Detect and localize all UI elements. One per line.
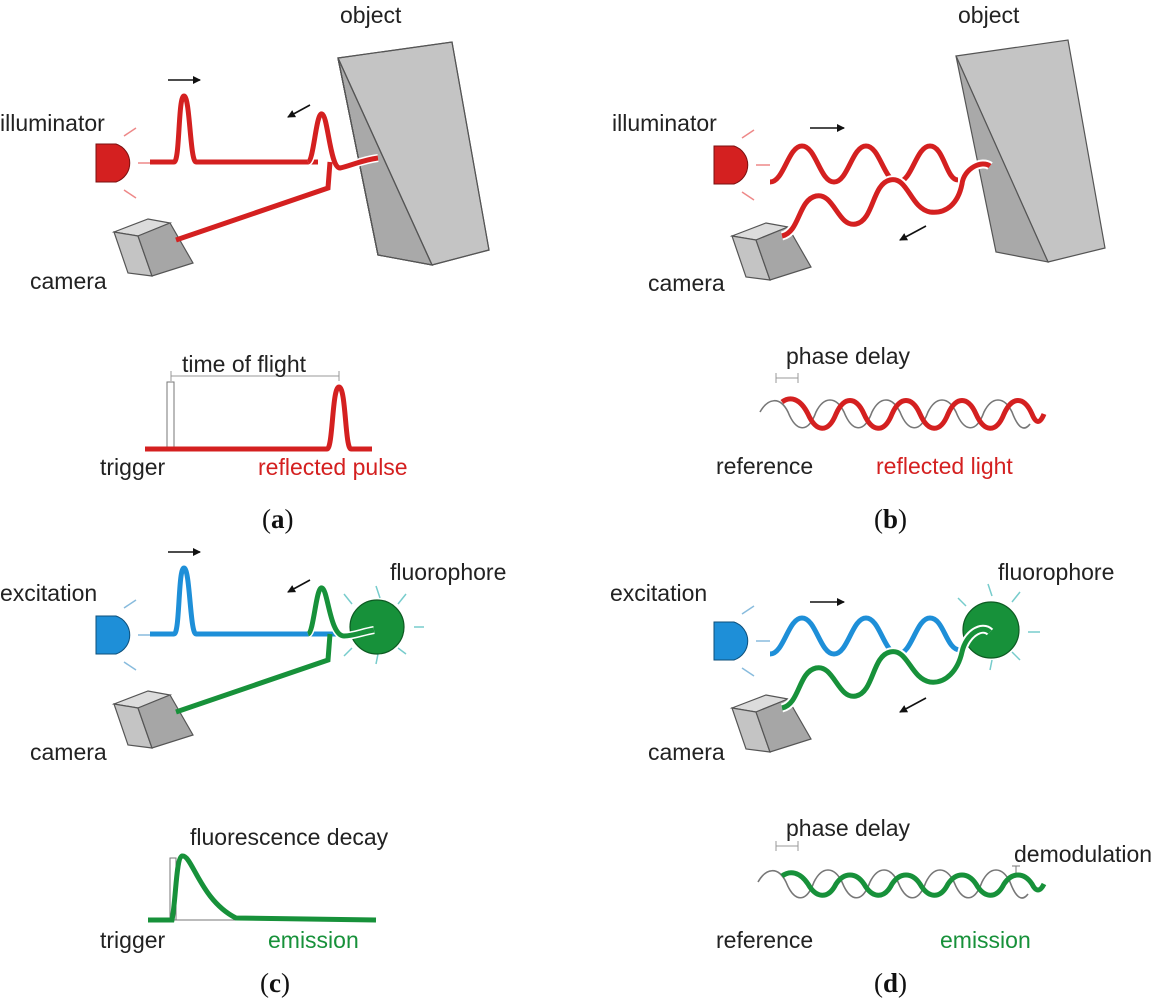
camera-box-icon xyxy=(111,218,194,277)
emission-wave-path xyxy=(781,626,992,711)
fluorescence-decay-label: fluorescence decay xyxy=(190,824,389,850)
phase-delay-label: phase delay xyxy=(786,343,911,369)
camera-box-icon xyxy=(729,694,812,753)
illuminator-dome-icon xyxy=(95,127,152,199)
phase-demodulation-plot: phase delay demodulation reference emiss… xyxy=(716,815,1152,953)
caption-b: (b) xyxy=(874,504,907,534)
phase-delay-label: phase delay xyxy=(786,815,911,841)
panel-a: object illuminator camera time of flight… xyxy=(0,2,490,534)
excitation-label: excitation xyxy=(0,580,97,606)
illuminator-dome-icon xyxy=(713,605,770,677)
caption-d: (d) xyxy=(874,968,907,998)
fluorophore-label: fluorophore xyxy=(998,559,1114,585)
excitation-label: excitation xyxy=(610,580,707,606)
illuminator-label: illuminator xyxy=(612,110,717,136)
fluorophore-label: fluorophore xyxy=(390,559,506,585)
direction-arrow-icon xyxy=(287,579,311,593)
reflected-light-label: reflected light xyxy=(876,453,1013,479)
outgoing-wave-path xyxy=(768,141,960,187)
direction-arrow-icon xyxy=(899,697,927,713)
phase-delay-plot: phase delay reference reflected light xyxy=(716,343,1047,479)
fluorophore-sphere-icon xyxy=(957,583,1040,671)
emission-return-path xyxy=(175,633,333,715)
reference-label: reference xyxy=(716,453,813,479)
time-of-flight-label: time of flight xyxy=(182,351,307,377)
excitation-wave-path xyxy=(769,615,961,657)
panel-c: fluorophore excitation camera fluorescen… xyxy=(0,548,506,998)
panel-d: fluorophore excitation camera phase dela… xyxy=(610,559,1152,998)
caption-a: (a) xyxy=(262,504,294,534)
object-label: object xyxy=(340,2,402,28)
object-block-icon xyxy=(337,41,490,266)
direction-arrow-icon xyxy=(287,104,311,118)
illuminator-dome-icon xyxy=(713,129,770,201)
trigger-label: trigger xyxy=(100,927,166,953)
object-faces xyxy=(337,41,490,266)
camera-label: camera xyxy=(648,739,725,765)
camera-label: camera xyxy=(648,270,725,296)
emission-label: emission xyxy=(268,927,359,953)
camera-label: camera xyxy=(30,268,107,294)
emission-label: emission xyxy=(940,927,1031,953)
excitation-pulse-path xyxy=(150,565,340,637)
outgoing-pulse-path xyxy=(150,93,318,165)
panel-b: object illuminator camera phase delay re… xyxy=(612,2,1106,534)
object-block-icon xyxy=(955,39,1106,263)
time-of-flight-plot: time of flight trigger reflected pulse xyxy=(100,351,408,480)
emission-pulse-path xyxy=(306,585,375,639)
camera-box-icon xyxy=(729,222,812,281)
fluorophore-sphere-icon xyxy=(343,585,424,665)
demodulation-label: demodulation xyxy=(1014,841,1152,867)
object-label: object xyxy=(958,2,1020,28)
illuminator-dome-icon xyxy=(95,599,152,671)
reference-label: reference xyxy=(716,927,813,953)
reflected-pulse-label: reflected pulse xyxy=(258,454,408,480)
direction-arrow-icon xyxy=(899,225,927,241)
trigger-label: trigger xyxy=(100,454,166,480)
fluorescence-decay-plot: fluorescence decay trigger emission xyxy=(100,824,389,953)
return-path xyxy=(175,161,333,243)
camera-box-icon xyxy=(111,690,194,749)
camera-label: camera xyxy=(30,739,107,765)
caption-c: (c) xyxy=(260,968,290,998)
illuminator-label: illuminator xyxy=(0,110,105,136)
